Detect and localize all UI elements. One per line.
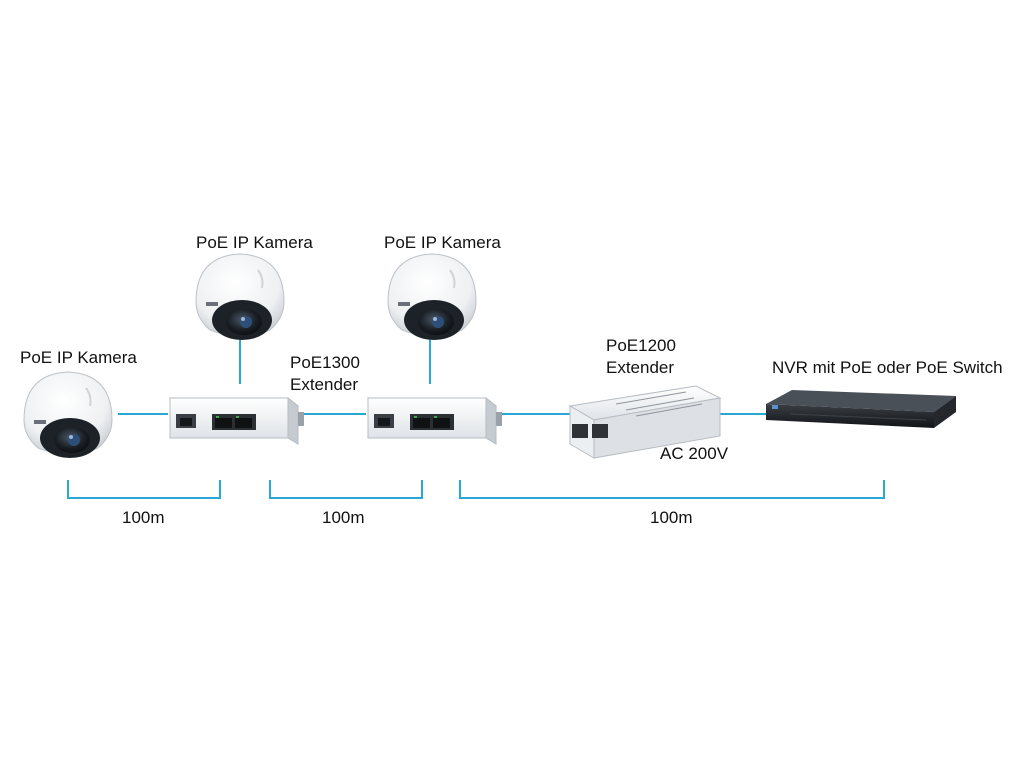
poe1300-extender-a-icon [169, 397, 305, 445]
distance-bracket-1 [67, 480, 221, 499]
camera-mid2-label: PoE IP Kamera [384, 233, 501, 252]
camera-left-label: PoE IP Kamera [20, 348, 137, 367]
poe1200-label-line2: Extender [606, 358, 675, 377]
camera-mid1-label: PoE IP Kamera [196, 233, 313, 252]
distance-bracket-3 [459, 480, 885, 499]
poe1300-label-line1: PoE1300 [290, 353, 360, 372]
distance-brackets [67, 480, 885, 499]
poe1200-label-line1: PoE1200 [606, 336, 676, 355]
camera-mid2-icon [387, 253, 477, 341]
distance-bracket-2 [269, 480, 423, 499]
camera-left-icon [23, 371, 113, 459]
poe1300-extender-b-icon [367, 397, 503, 445]
nvr-label: NVR mit PoE oder PoE Switch [772, 358, 1003, 377]
camera-mid1-icon [195, 253, 285, 341]
distance-label-2: 100m [322, 508, 365, 527]
distance-label-3: 100m [650, 508, 693, 527]
nvr-recorder-icon [766, 390, 956, 428]
poe1300-label-line2: Extender [290, 375, 359, 394]
distance-label-1: 100m [122, 508, 165, 527]
power-label: AC 200V [660, 444, 729, 463]
